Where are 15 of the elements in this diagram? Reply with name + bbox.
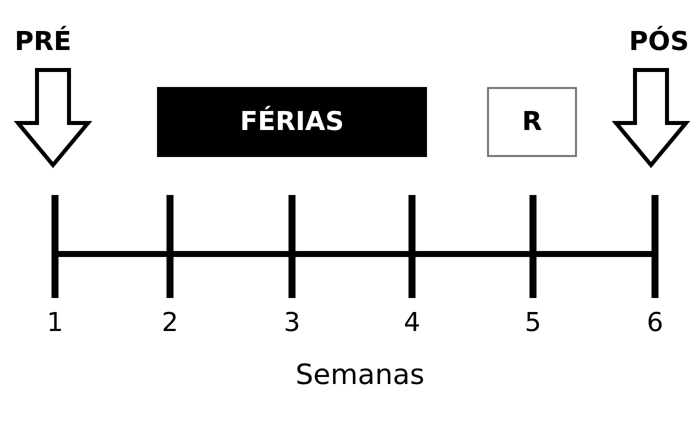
week-number: 4 [402,308,422,338]
axis-label: Semanas [294,358,426,392]
week-number: 2 [160,308,180,338]
week-number: 6 [646,308,664,338]
block-arrow [14,68,92,168]
week-number: 5 [524,308,542,338]
week-number: 1 [46,308,64,338]
period-bar [157,87,427,157]
box-label: R [522,107,542,137]
phase-label: PÓS [622,22,696,62]
phase-label: PRÉ [8,22,78,62]
box-label: FÉRIAS [240,107,344,137]
week-number: 3 [282,308,302,338]
period-box [487,87,577,157]
block-arrow [612,68,690,168]
